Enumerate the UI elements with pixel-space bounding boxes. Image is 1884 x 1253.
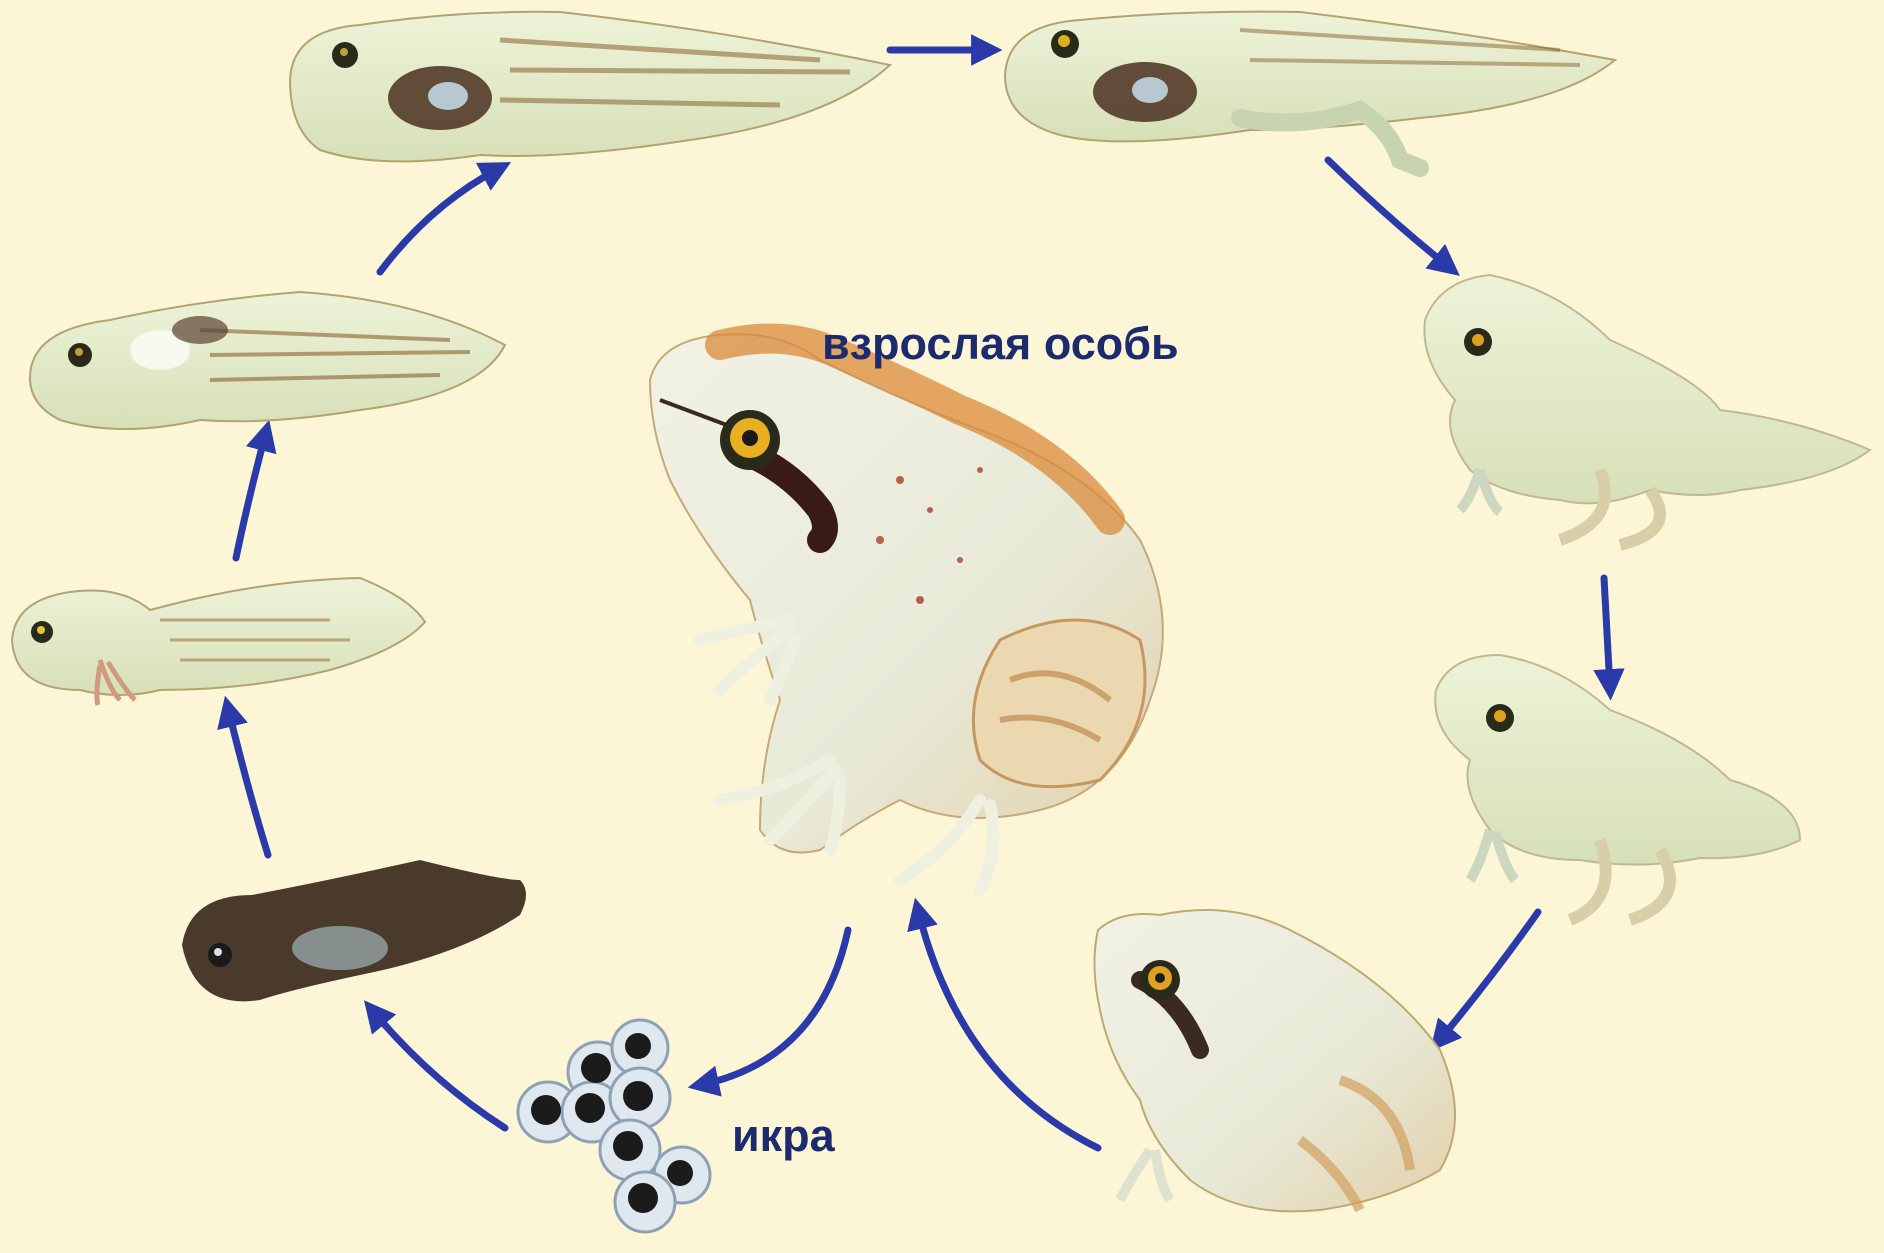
young-frog: [1094, 910, 1455, 1211]
eggs-label: икра: [732, 1110, 835, 1162]
arrow-froglet-to-short-tail: [1604, 578, 1610, 688]
tadpole-large: [290, 12, 890, 162]
arrow-short-tail-to-young: [1438, 912, 1538, 1042]
froglet-with-tail: [1424, 275, 1870, 545]
arrow-hindleg-to-froglet: [1328, 160, 1450, 268]
embryo: [182, 860, 526, 1001]
tadpole: [30, 292, 505, 429]
arrow-embryo-to-gilled-tadpole: [228, 708, 268, 855]
arrow-tadpole-to-large-tadpole: [380, 168, 500, 272]
arrow-gilled-to-tadpole: [236, 432, 266, 558]
eggs-cluster: [518, 1020, 710, 1232]
arrow-adult-to-eggs: [700, 930, 848, 1085]
froglet-short-tail: [1435, 655, 1800, 920]
arrow-young-to-adult: [918, 910, 1098, 1148]
adult-frog: [650, 334, 1163, 890]
arrow-eggs-to-embryo: [372, 1010, 505, 1128]
tadpole-with-gills: [12, 578, 425, 705]
tadpole-hind-legs: [1005, 12, 1615, 168]
adult-label: взрослая особь: [822, 318, 1179, 370]
